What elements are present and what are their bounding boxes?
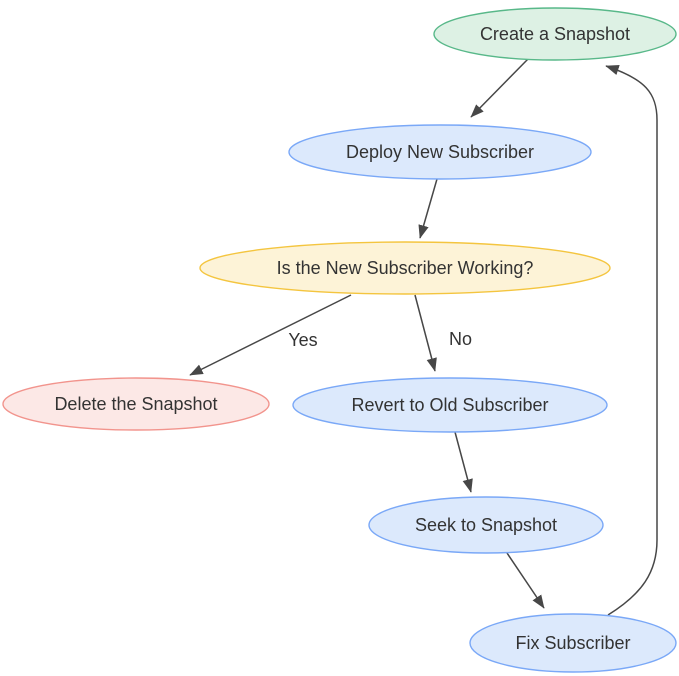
edge-isworking-to-revert — [414, 294, 437, 372]
node-is-the-new-subscriber-working-label: Is the New Subscriber Working? — [277, 258, 534, 278]
edge-isworking-to-delete — [189, 294, 352, 376]
node-revert-to-old-subscriber: Revert to Old Subscriber — [292, 377, 608, 433]
node-seek-to-snapshot: Seek to Snapshot — [368, 496, 604, 554]
node-fix-subscriber: Fix Subscriber — [469, 613, 677, 673]
node-delete-the-snapshot-label: Delete the Snapshot — [54, 394, 217, 414]
node-deploy-new-subscriber-label: Deploy New Subscriber — [346, 142, 534, 162]
edge-fix-to-create-feedback — [605, 65, 658, 616]
node-create-a-snapshot-label: Create a Snapshot — [480, 24, 630, 44]
edge-deploy-to-isworking — [418, 178, 438, 239]
node-delete-the-snapshot-shape — [2, 377, 270, 431]
edge-seek-to-fix — [506, 552, 545, 609]
edge-label-yes: Yes — [288, 330, 317, 350]
node-fix-subscriber-shape — [469, 613, 677, 673]
node-deploy-new-subscriber-shape — [288, 124, 592, 180]
node-deploy-new-subscriber: Deploy New Subscriber — [288, 124, 592, 180]
node-revert-to-old-subscriber-label: Revert to Old Subscriber — [351, 395, 548, 415]
node-create-a-snapshot-shape — [433, 7, 677, 61]
edge-create-to-deploy — [470, 58, 529, 118]
node-fix-subscriber-label: Fix Subscriber — [515, 633, 630, 653]
node-seek-to-snapshot-shape — [368, 496, 604, 554]
node-revert-to-old-subscriber-shape — [292, 377, 608, 433]
edge-revert-to-seek — [454, 431, 473, 493]
node-delete-the-snapshot: Delete the Snapshot — [2, 377, 270, 431]
node-is-the-new-subscriber-working-shape — [199, 241, 611, 295]
edge-label-no: No — [449, 329, 472, 349]
node-seek-to-snapshot-label: Seek to Snapshot — [415, 515, 557, 535]
node-create-a-snapshot: Create a Snapshot — [433, 7, 677, 61]
node-is-the-new-subscriber-working: Is the New Subscriber Working? — [199, 241, 611, 295]
